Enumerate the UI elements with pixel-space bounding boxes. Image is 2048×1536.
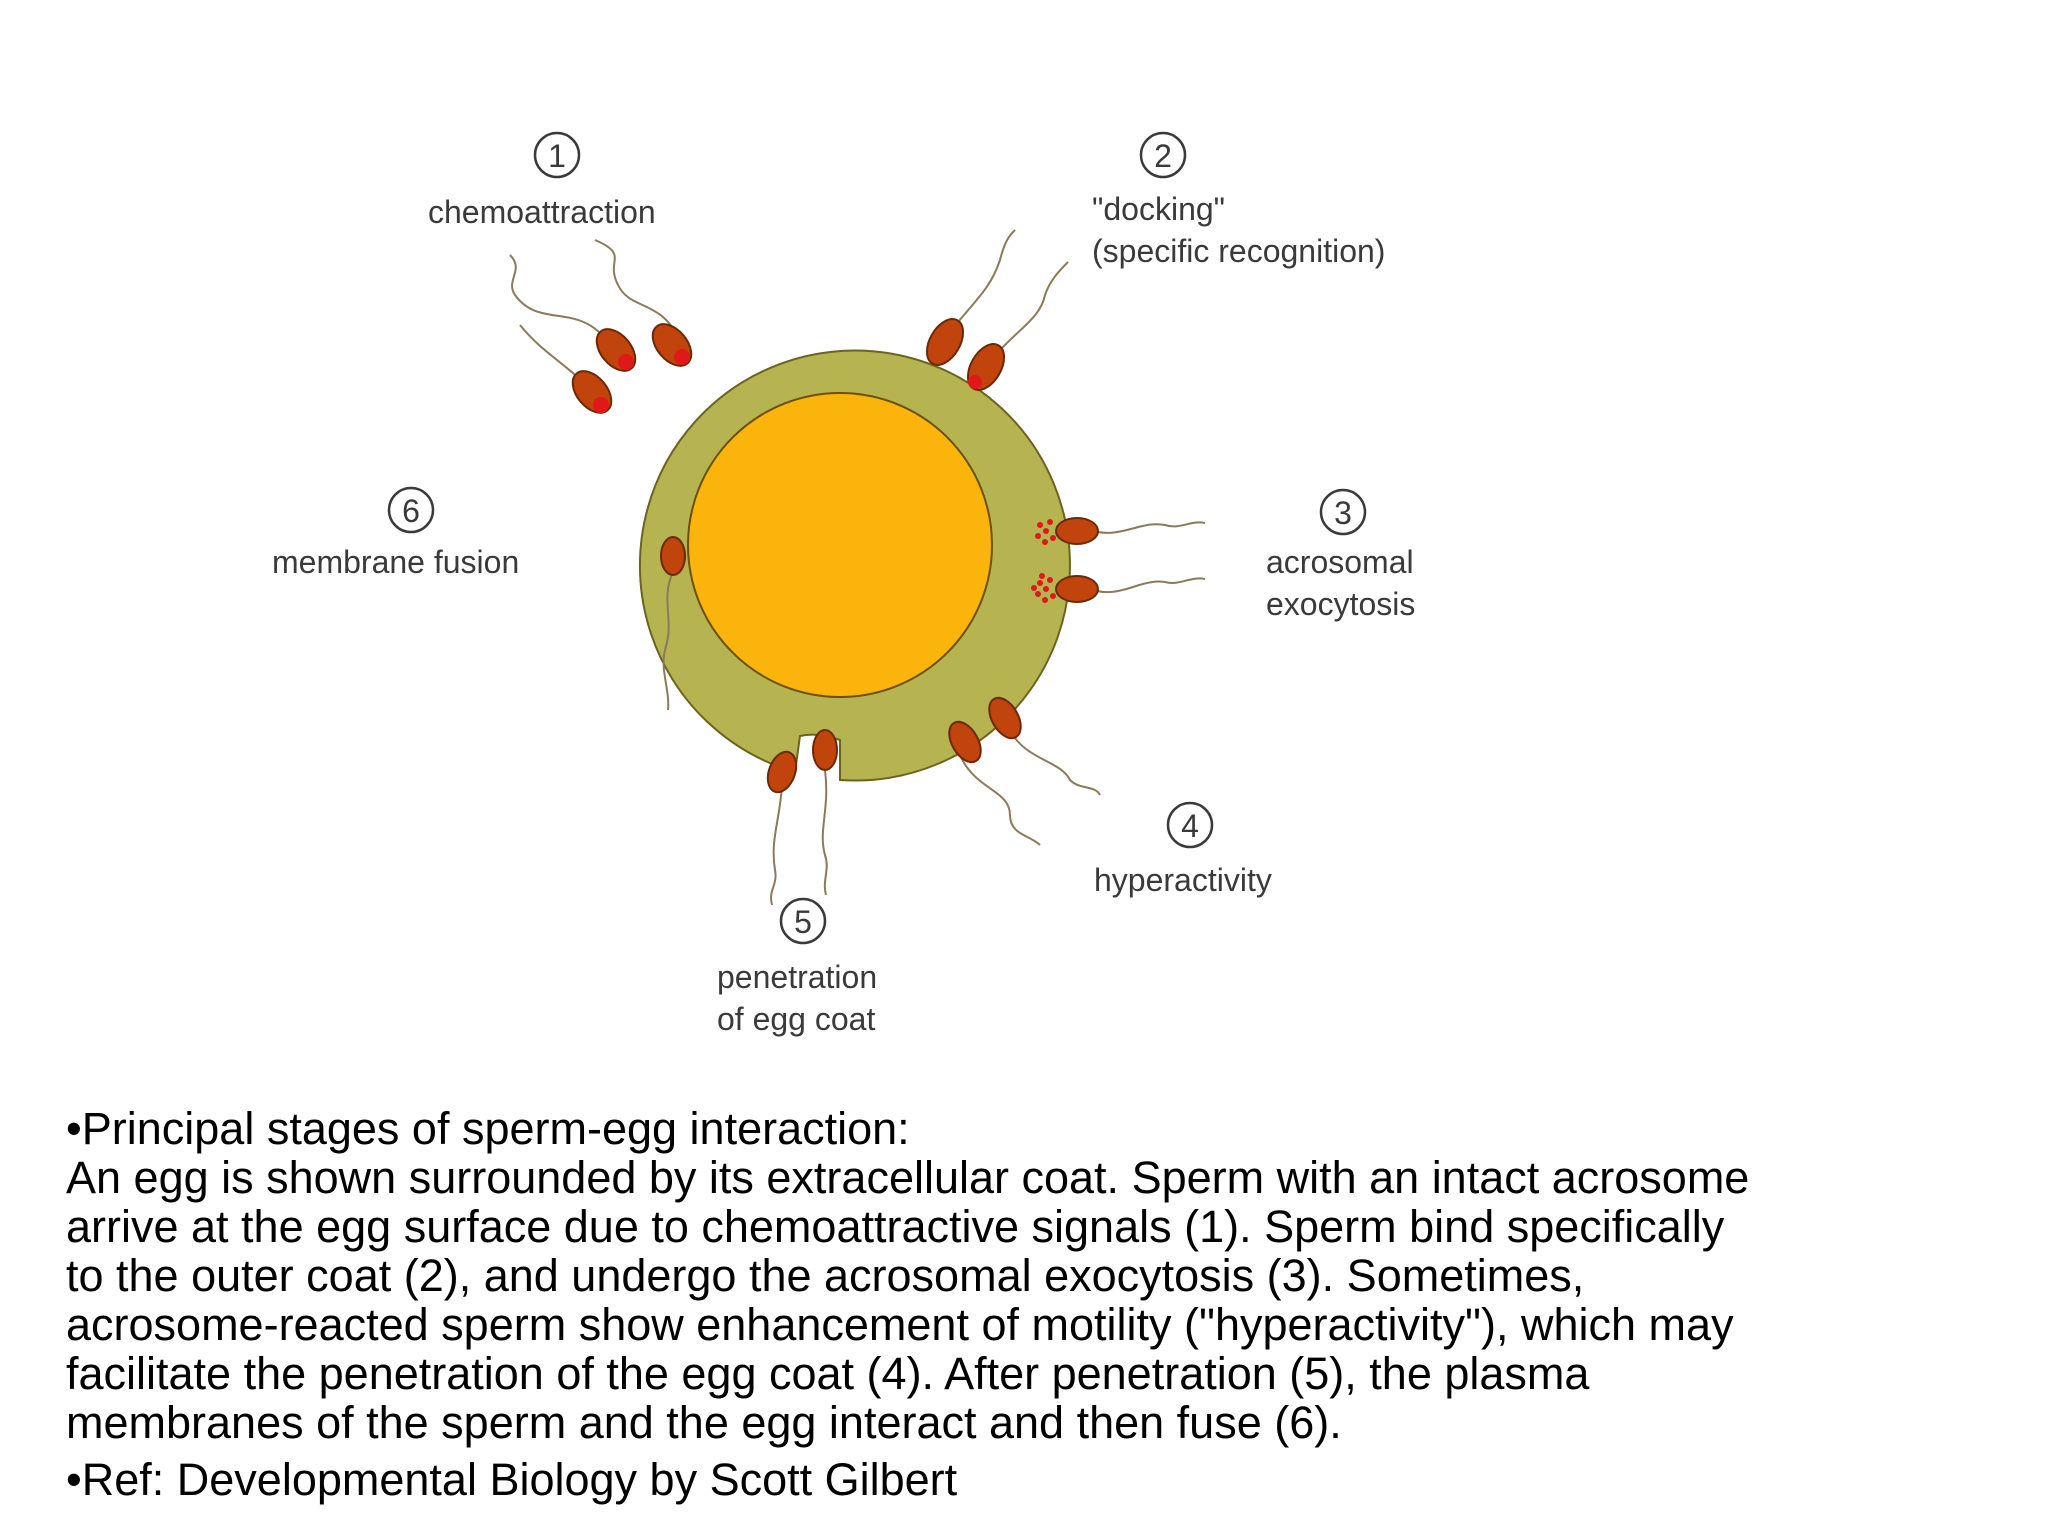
stage-number: 5 <box>794 904 812 940</box>
stage-number-circle <box>533 131 581 179</box>
caption-line: membranes of the sperm and the egg inter… <box>66 1397 1342 1448</box>
stage-label-text: exocytosis <box>1266 586 1415 622</box>
caption-line: An egg is shown surrounded by its extrac… <box>66 1152 1750 1203</box>
stage-label-text: hyperactivity <box>1094 862 1272 898</box>
stage-label-3: 3 acrosomal exocytosis <box>1266 488 1415 622</box>
caption-line: facilitate the penetration of the egg co… <box>66 1348 1590 1399</box>
stage-label-5: 5 penetration of egg coat <box>717 897 877 1037</box>
stage-number: 3 <box>1334 495 1352 531</box>
caption-heading: •Principal stages of sperm-egg interacti… <box>66 1103 910 1154</box>
sperm-egg-diagram: 1 chemoattraction 2 "docking" (specific reco… <box>272 131 1415 1037</box>
stage-label-text: "docking" <box>1092 191 1225 227</box>
stage-label-text: acrosomal <box>1266 544 1414 580</box>
caption-line: to the outer coat (2), and undergo the a… <box>66 1250 1585 1301</box>
stage-label-text: (specific recognition) <box>1092 233 1385 269</box>
stage-number: 6 <box>402 493 420 529</box>
stage-number: 1 <box>548 138 566 174</box>
stage-label-text: chemoattraction <box>428 194 656 230</box>
stage-label-1: 1 chemoattraction <box>428 131 656 230</box>
stage-number-circle <box>779 897 827 945</box>
stage-number-circle <box>1139 131 1187 179</box>
stage-number: 2 <box>1154 138 1172 174</box>
egg <box>687 392 993 698</box>
stage-number-circle <box>1166 801 1214 849</box>
stage-number: 4 <box>1181 808 1199 844</box>
caption-line: arrive at the egg surface due to chemoat… <box>66 1201 1725 1252</box>
stage-label-2: 2 "docking" (specific recognition) <box>1092 131 1385 269</box>
stage-label-6: 6 membrane fusion <box>272 486 519 580</box>
stage-number-circle <box>387 486 435 534</box>
stage-label-text: of egg coat <box>717 1001 875 1037</box>
stage-label-text: penetration <box>717 959 877 995</box>
stage-label-4: 4 hyperactivity <box>1094 801 1272 898</box>
stage-number-circle <box>1319 488 1367 536</box>
sperm-group <box>509 229 1206 906</box>
caption: •Principal stages of sperm-egg interacti… <box>66 1104 2026 1504</box>
stage-labels: 1 chemoattraction 2 "docking" (specific reco… <box>272 131 1415 1037</box>
sperm-heads <box>571 318 1099 794</box>
caption-reference: •Ref: Developmental Biology by Scott Gil… <box>66 1454 958 1505</box>
caption-line: acrosome-reacted sperm show enhancement … <box>66 1299 1734 1350</box>
stage-label-text: membrane fusion <box>272 544 519 580</box>
